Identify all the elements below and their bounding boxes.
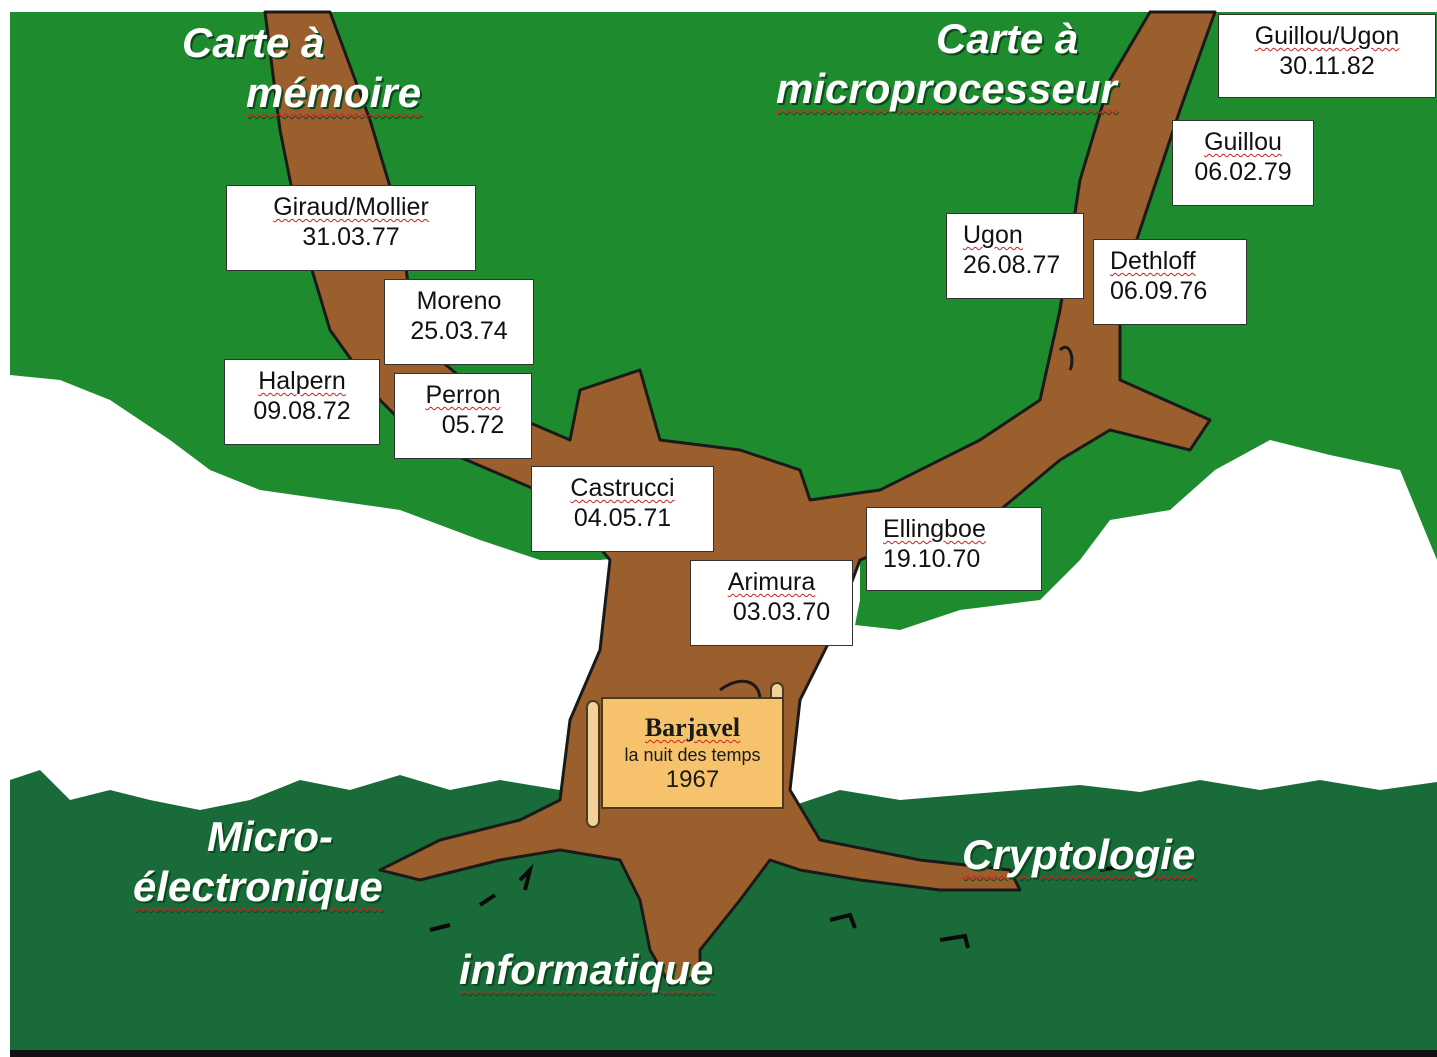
category-carte-microprocesseur-line1: Carte à	[776, 14, 1117, 64]
inventor-box-giraud-mollier: Giraud/Mollier 31.03.77	[226, 185, 476, 271]
inventor-box-moreno: Moreno 25.03.74	[384, 279, 534, 365]
inventor-date: 26.08.77	[963, 250, 1083, 280]
inventor-name: Arimura	[691, 567, 852, 597]
category-carte-microprocesseur-line2: microprocesseur	[776, 65, 1117, 112]
inventor-date: 25.03.74	[385, 316, 533, 346]
inventor-name: Perron	[395, 380, 531, 410]
inventor-name: Guillou	[1173, 127, 1313, 157]
category-informatique-label: informatique	[459, 946, 713, 993]
category-cryptologie: Cryptologie	[962, 830, 1195, 880]
inventor-box-guillou: Guillou 06.02.79	[1172, 120, 1314, 206]
left-border	[0, 0, 10, 1057]
inventor-box-ellingboe: Ellingboe 19.10.70	[866, 507, 1042, 591]
origin-year: 1967	[603, 766, 782, 794]
category-micro-electronique-line1: Micro-	[133, 812, 383, 862]
inventor-box-ugon: Ugon 26.08.77	[946, 213, 1084, 299]
inventor-date: 19.10.70	[883, 544, 1041, 574]
inventor-box-halpern: Halpern 09.08.72	[224, 359, 380, 445]
origin-scroll: Barjavel la nuit des temps 1967	[601, 697, 784, 809]
inventor-date: 04.05.71	[532, 503, 713, 533]
inventor-name: Giraud/Mollier	[227, 192, 475, 222]
category-informatique: informatique	[459, 945, 713, 995]
inventor-date: 30.11.82	[1219, 51, 1435, 81]
inventor-box-arimura: Arimura 03.03.70	[690, 560, 853, 646]
inventor-name: Ugon	[963, 220, 1023, 250]
inventor-box-castrucci: Castrucci 04.05.71	[531, 466, 714, 552]
inventor-date: 06.02.79	[1173, 157, 1313, 187]
category-micro-electronique-line2: électronique	[133, 863, 383, 910]
inventor-date: 05.72	[395, 410, 531, 440]
origin-subtitle: la nuit des temps	[603, 745, 782, 766]
inventor-date: 03.03.70	[691, 597, 852, 627]
category-cryptologie-label: Cryptologie	[962, 831, 1195, 878]
scroll-rod-left	[586, 700, 600, 828]
inventor-box-perron: Perron 05.72	[394, 373, 532, 459]
inventor-name: Halpern	[225, 366, 379, 396]
origin-title: Barjavel	[603, 713, 782, 743]
bottom-border	[0, 1050, 1437, 1057]
inventor-name: Castrucci	[532, 473, 713, 503]
category-carte-memoire: Carte à mémoire	[182, 18, 421, 118]
inventor-box-dethloff: Dethloff 06.09.76	[1093, 239, 1247, 325]
category-micro-electronique: Micro- électronique	[133, 812, 383, 912]
category-carte-memoire-line2: mémoire	[246, 69, 421, 116]
inventor-name: Ellingboe	[883, 514, 986, 544]
inventor-date: 09.08.72	[225, 396, 379, 426]
inventor-name: Moreno	[385, 286, 533, 316]
inventor-box-guillou-ugon: Guillou/Ugon 30.11.82	[1218, 14, 1436, 98]
inventor-name: Dethloff	[1110, 246, 1196, 276]
inventor-date: 06.09.76	[1110, 276, 1246, 306]
inventor-date: 31.03.77	[227, 222, 475, 252]
category-carte-microprocesseur: Carte à microprocesseur	[776, 14, 1117, 114]
inventor-name: Guillou/Ugon	[1219, 21, 1435, 51]
category-carte-memoire-line1: Carte à	[182, 18, 421, 68]
